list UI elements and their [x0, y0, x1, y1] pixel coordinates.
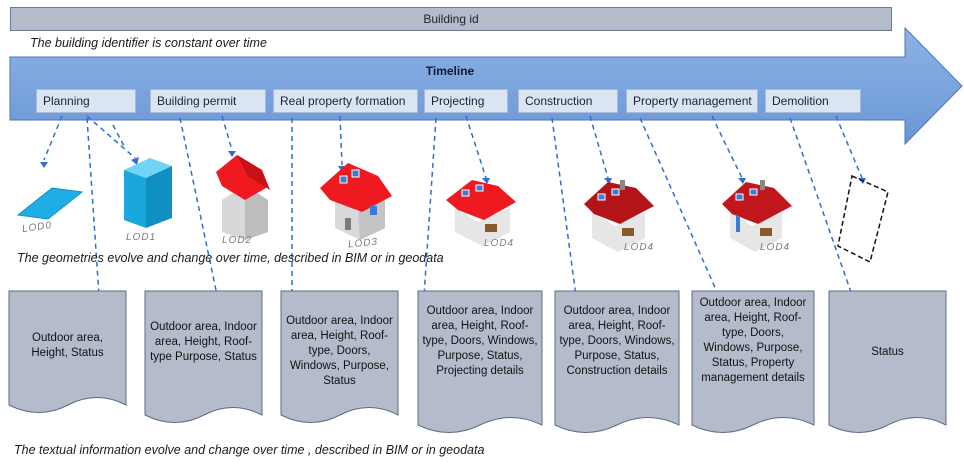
lod1-geometry	[124, 158, 172, 228]
document-shapes	[8, 290, 947, 433]
document-construction-text: Outdoor area, Indoor area, Height, Roof-…	[559, 305, 675, 377]
document-property-management-text: Outdoor area, Indoor area, Height, Roof-…	[699, 297, 807, 384]
geometries-note: The geometries evolve and change over ti…	[17, 251, 444, 265]
lod4-management-geometry	[722, 180, 792, 252]
phase-to-lod-connectors	[43, 115, 863, 179]
phase-to-document-connectors	[86, 117, 853, 297]
timeline-title: Timeline	[425, 64, 475, 78]
phase-property-management: Property management	[626, 89, 758, 113]
document-shape-1	[8, 290, 127, 413]
textual-note: The textual information evolve and chang…	[14, 443, 485, 457]
document-planning-text: Outdoor area, Height, Status	[31, 332, 104, 359]
lod2-geometry	[216, 155, 270, 240]
phase-planning: Planning	[36, 89, 136, 113]
lod4-label-projecting: LOD4	[484, 238, 515, 249]
phase-construction: Construction	[518, 89, 618, 113]
document-shape-3	[280, 290, 399, 423]
lod4-construction-geometry	[584, 180, 654, 252]
building-id-label: Building id	[423, 12, 479, 26]
lod0-geometry	[16, 187, 84, 220]
lod1-label: LOD1	[126, 232, 157, 243]
building-id-bar: Building id	[10, 7, 892, 31]
phase-projecting: Projecting	[424, 89, 508, 113]
lod2-label: LOD2	[222, 235, 253, 246]
phase-real-property-formation: Real property formation	[273, 89, 418, 113]
lod4-label-construction: LOD4	[624, 242, 655, 253]
document-projecting-text: Outdoor area, Indoor area, Height, Roof-…	[422, 305, 538, 377]
lod4-label-management: LOD4	[760, 242, 791, 253]
lod3-geometry	[320, 163, 392, 240]
lod4-projecting-geometry	[446, 180, 516, 246]
document-shape-2	[144, 290, 263, 423]
phase-building-permit: Building permit	[150, 89, 266, 113]
document-real-property-text: Outdoor area, Indoor area, Height, Roof-…	[286, 315, 393, 387]
document-demolition-text: Status	[871, 346, 904, 358]
document-shape-6	[691, 290, 815, 433]
timeline-arrow	[9, 26, 963, 146]
document-building-permit-text: Outdoor area, Indoor area, Height, Roof-…	[150, 321, 257, 363]
demolition-outline	[837, 174, 889, 264]
identifier-note: The building identifier is constant over…	[30, 36, 267, 50]
document-shape-4	[417, 290, 543, 433]
phase-demolition: Demolition	[765, 89, 861, 113]
document-shape-5	[554, 290, 680, 433]
document-shape-7	[828, 290, 947, 433]
